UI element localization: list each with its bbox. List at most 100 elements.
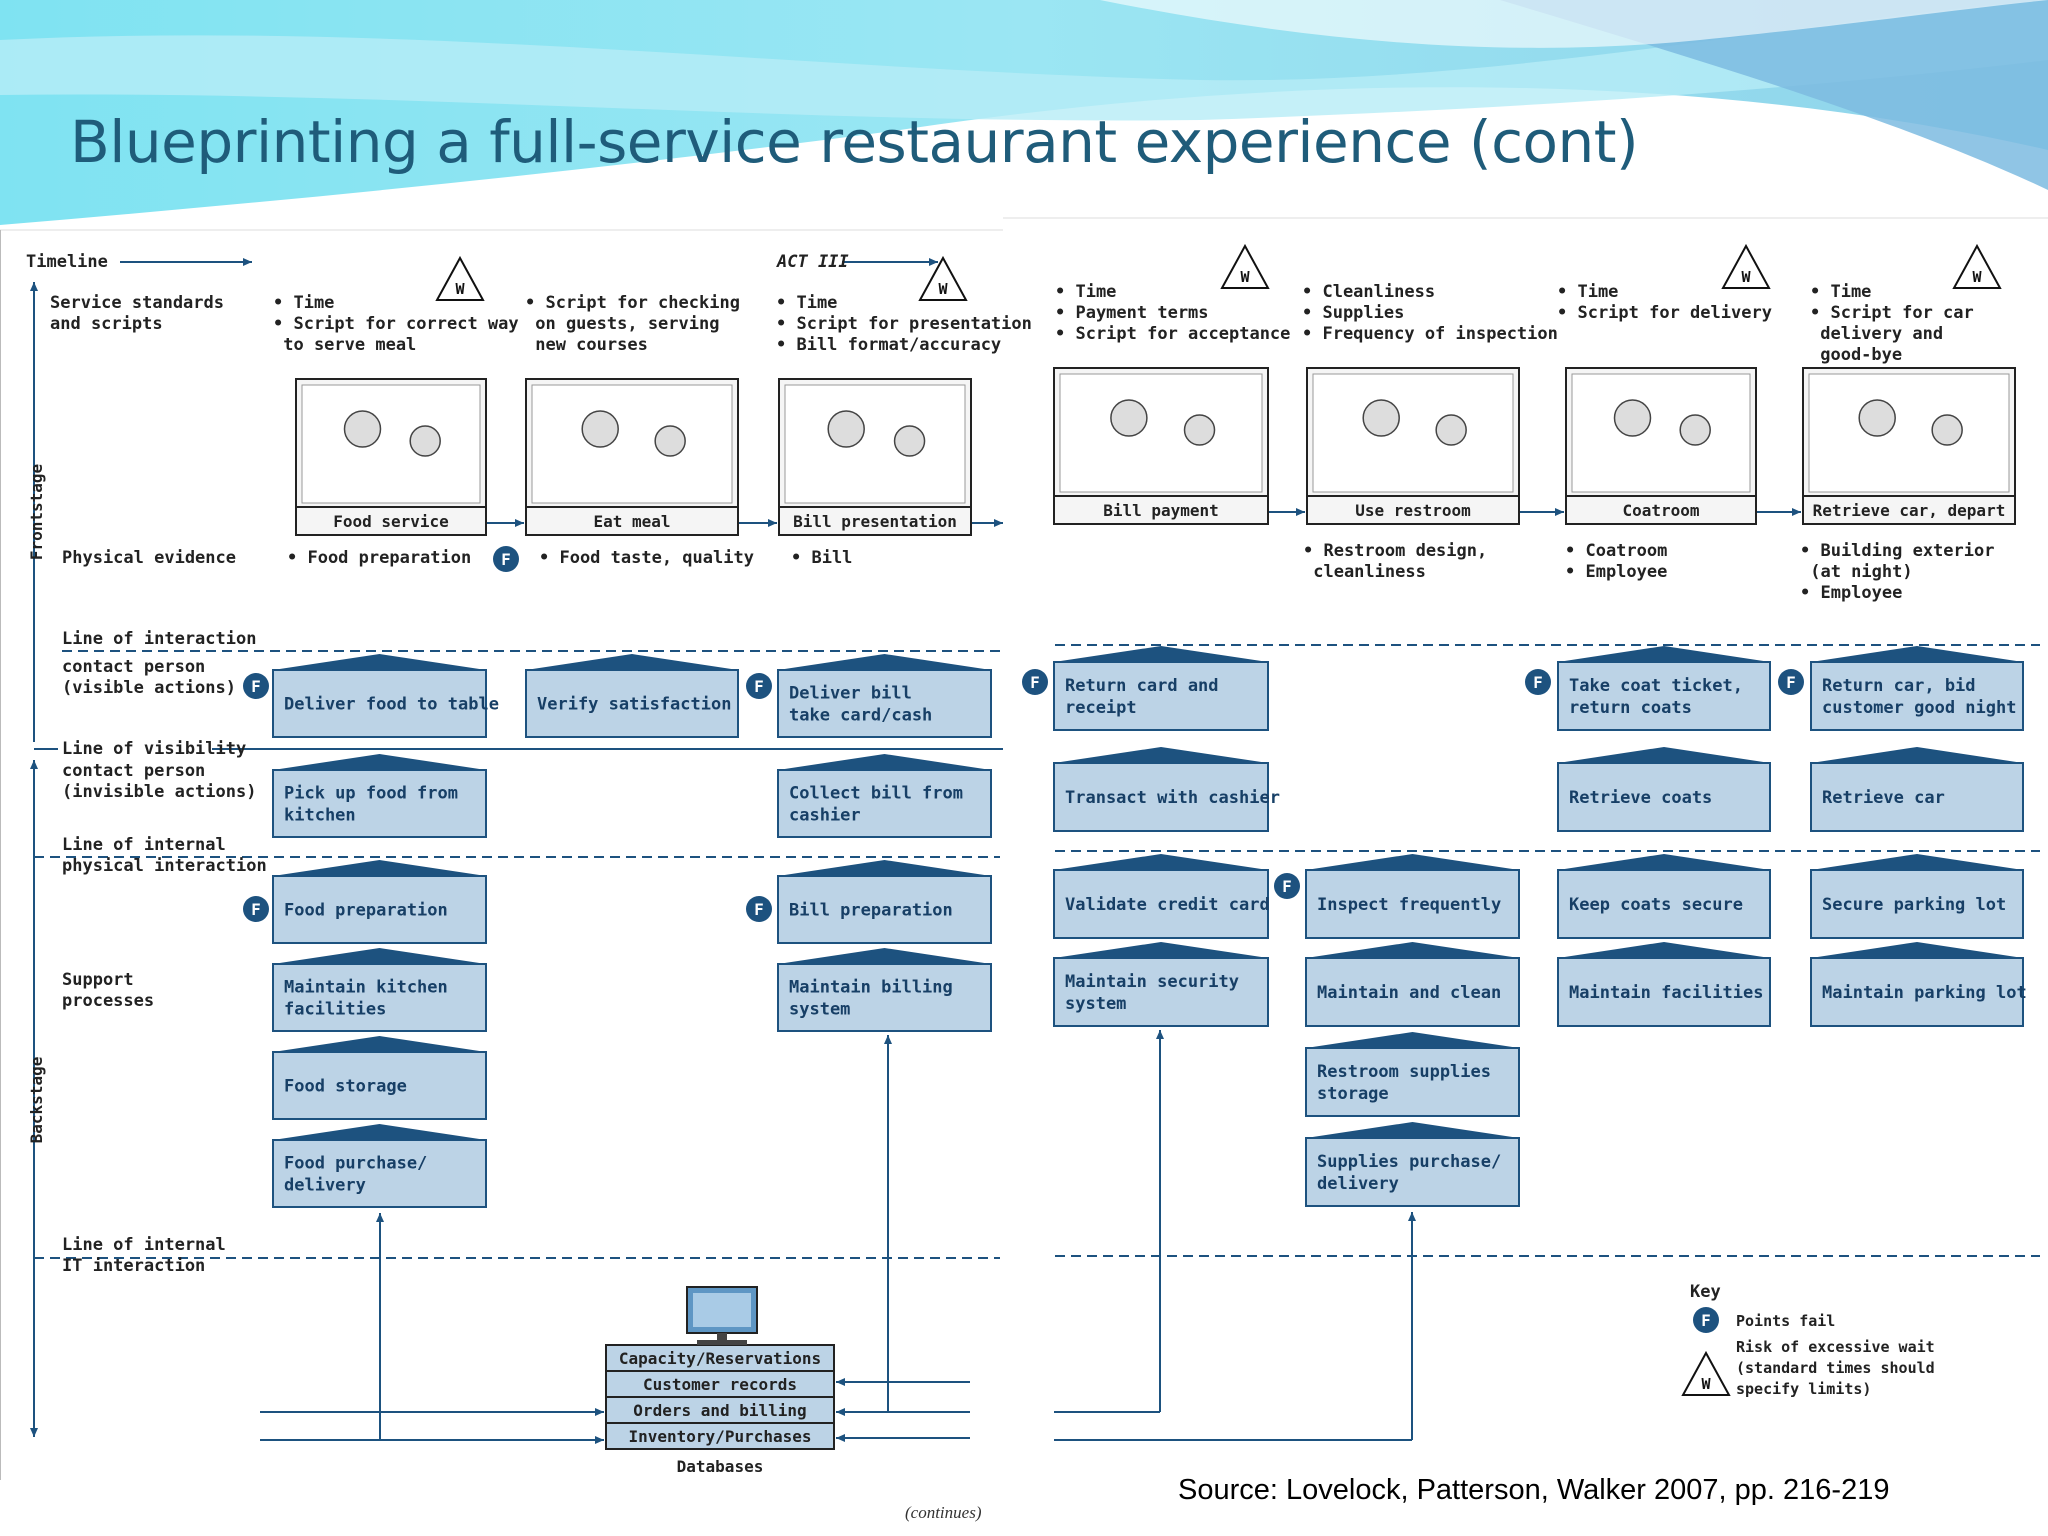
person-figure-icon	[1858, 399, 1896, 437]
service-standard-text: • Time• Script for presentation• Bill fo…	[776, 293, 1032, 355]
box-roof	[1811, 747, 2023, 763]
physical-evidence-text: • Food taste, quality	[539, 548, 754, 568]
scene-illustration	[1571, 373, 1751, 493]
svg-text:F: F	[251, 677, 261, 696]
invisible-action-box	[1810, 747, 2024, 832]
act-label: ACT III	[776, 252, 849, 272]
wait-risk-icon: W	[1681, 1350, 1731, 1396]
person-figure-icon	[827, 410, 865, 448]
scene-caption: Food service	[333, 512, 449, 531]
scene-frame	[1306, 367, 1520, 525]
svg-text:F: F	[1533, 673, 1543, 692]
box-roof	[1054, 854, 1268, 870]
scene-caption: Eat meal	[593, 512, 670, 531]
box-body	[1810, 661, 2024, 731]
slide-title: Blueprinting a full-service restaurant e…	[70, 108, 1639, 176]
svg-text:F: F	[1030, 673, 1040, 692]
box-body	[777, 875, 992, 944]
box-label: Maintain parking lot	[1822, 983, 2027, 1003]
box-body	[1557, 957, 1771, 1027]
box-label: Keep coats secure	[1569, 895, 1743, 915]
line-of-visibility-label: Line of visibility	[62, 739, 246, 759]
physical-evidence-text: • Building exterior (at night)• Employee	[1800, 541, 1994, 603]
support-process-box	[272, 948, 487, 1032]
box-body	[1053, 762, 1269, 832]
service-standard-text: • Time• Payment terms• Script for accept…	[1055, 282, 1290, 344]
box-roof	[526, 654, 738, 670]
box-body	[777, 963, 992, 1032]
scene-frame	[778, 378, 972, 536]
box-body	[1053, 957, 1269, 1027]
box-roof	[1054, 942, 1268, 958]
box-body	[272, 1139, 487, 1208]
scene-illustration	[784, 384, 966, 504]
box-label: Secure parking lot	[1822, 895, 2006, 915]
physical-evidence-text: • Coatroom• Employee	[1565, 541, 1667, 582]
visible-action-box	[272, 654, 487, 738]
box-label: Maintain facilities	[1569, 983, 1763, 1003]
box-label: Retrieve coats	[1569, 788, 1712, 808]
key-wait-text: Risk of excessive wait(standard times sh…	[1736, 1338, 1935, 1398]
svg-text:W: W	[1701, 1375, 1711, 1393]
scene-illustration	[1059, 373, 1263, 493]
service-standard-text: • Time• Script for car delivery and good…	[1810, 282, 1974, 365]
svg-text:W: W	[455, 280, 465, 298]
fail-point-icon: F	[243, 673, 269, 699]
svg-text:W: W	[1240, 268, 1250, 286]
box-roof	[273, 654, 486, 670]
backstage-label: Backstage	[27, 1057, 46, 1144]
source-citation: Source: Lovelock, Patterson, Walker 2007…	[1178, 1474, 1890, 1506]
fail-point-icon: F	[746, 896, 772, 922]
box-label: Supplies purchase/delivery	[1317, 1152, 1501, 1194]
scene-frame	[1053, 367, 1269, 525]
box-label: Food storage	[284, 1077, 407, 1097]
support-process-box	[777, 860, 992, 944]
scene-illustration	[531, 384, 733, 504]
database-row	[605, 1344, 835, 1372]
support-process-box	[1305, 942, 1520, 1027]
box-roof	[778, 654, 991, 670]
database-row-label: Orders and billing	[633, 1401, 806, 1420]
box-body	[272, 669, 487, 738]
person-figure-icon	[1679, 414, 1711, 446]
person-figure-icon	[1110, 399, 1148, 437]
invisible-action-box	[1053, 747, 1269, 832]
database-row	[605, 1422, 835, 1450]
wait-risk-icon: W	[918, 255, 968, 301]
wait-risk-icon: W	[1721, 243, 1771, 289]
box-roof	[1054, 646, 1268, 662]
box-roof	[1558, 942, 1770, 958]
box-body	[777, 669, 992, 738]
box-body	[1053, 869, 1269, 939]
person-figure-icon	[581, 410, 619, 448]
support-process-box	[1810, 942, 2024, 1027]
svg-text:F: F	[501, 550, 511, 569]
box-roof	[1811, 854, 2023, 870]
box-roof	[1054, 747, 1268, 763]
scene-illustration	[1312, 373, 1514, 493]
fail-point-icon: F	[1693, 1307, 1719, 1333]
svg-text:W: W	[938, 280, 948, 298]
fail-point-icon: F	[1022, 669, 1048, 695]
box-roof	[273, 1036, 486, 1052]
scene-frame	[525, 378, 739, 536]
box-roof	[778, 948, 991, 964]
scene-caption: Use restroom	[1355, 501, 1471, 520]
box-body	[1810, 957, 2024, 1027]
support-process-box	[1053, 854, 1269, 939]
database-row-label: Inventory/Purchases	[628, 1427, 811, 1446]
fail-point-icon: F	[1274, 873, 1300, 899]
invisible-action-box	[1557, 747, 1771, 832]
invisible-action-box	[777, 754, 992, 838]
fail-point-icon: F	[746, 673, 772, 699]
box-body	[1053, 661, 1269, 731]
database-row-label: Customer records	[643, 1375, 797, 1394]
support-process-box	[1305, 854, 1520, 939]
box-roof	[273, 860, 486, 876]
box-roof	[273, 754, 486, 770]
contact-visible-label: contact person(visible actions)	[62, 657, 236, 698]
scene-caption: Bill presentation	[793, 512, 957, 531]
